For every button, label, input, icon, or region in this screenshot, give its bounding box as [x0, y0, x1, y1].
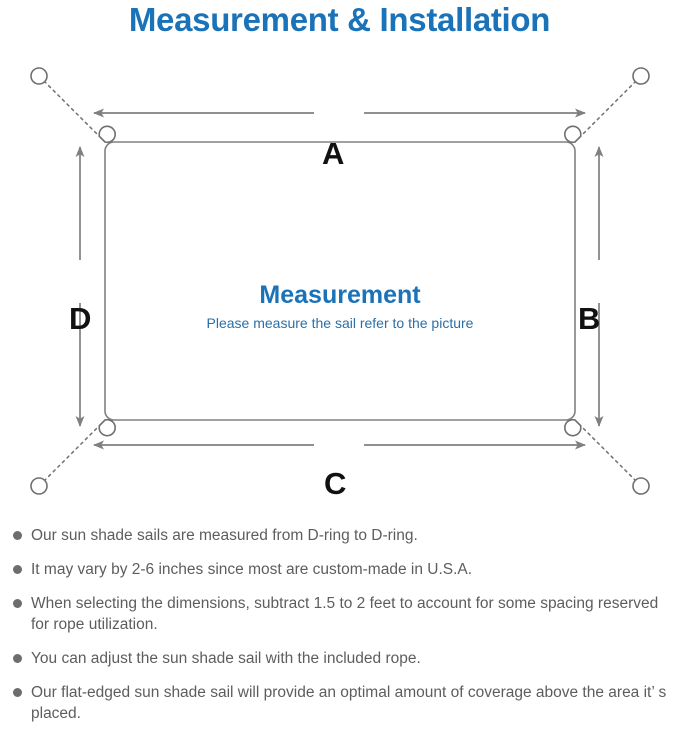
bullet-icon	[13, 654, 22, 663]
d-ring-bottom-left	[98, 418, 116, 437]
diagram-center-title: Measurement	[259, 281, 421, 309]
anchor-post-bottom-left	[30, 477, 48, 495]
bullet-icon	[13, 599, 22, 608]
list-item: Our flat-edged sun shade sail will provi…	[0, 682, 679, 724]
rope-line-top-right	[578, 80, 637, 139]
anchor-post-top-left	[30, 67, 48, 85]
anchor-post-bottom-right	[632, 477, 650, 495]
bullet-icon	[13, 531, 22, 540]
d-ring-bottom-right	[564, 418, 582, 437]
dimension-label-d: D	[69, 301, 92, 336]
diagram-center-subtitle: Please measure the sail refer to the pic…	[206, 315, 474, 331]
d-ring-top-left	[98, 125, 116, 144]
note-text: You can adjust the sun shade sail with t…	[31, 650, 421, 667]
note-text: It may vary by 2-6 inches since most are…	[31, 561, 473, 578]
bullet-icon	[13, 565, 22, 574]
note-text: When selecting the dimensions, subtract …	[31, 595, 659, 633]
notes-list: Our sun shade sails are measured from D-…	[0, 525, 679, 737]
note-text: Our flat-edged sun shade sail will provi…	[31, 684, 667, 722]
bullet-icon	[13, 688, 22, 697]
rope-line-top-left	[43, 80, 102, 139]
measurement-diagram: A B C D Measurement Please measure the s…	[0, 45, 679, 515]
list-item: Our sun shade sails are measured from D-…	[0, 525, 679, 546]
page-title: Measurement & Installation	[128, 1, 551, 38]
anchor-post-top-right	[632, 67, 650, 85]
dimension-label-c: C	[324, 466, 347, 501]
note-text: Our sun shade sails are measured from D-…	[31, 527, 418, 544]
dimension-label-b: B	[578, 301, 601, 336]
dimension-label-a: A	[322, 136, 345, 171]
rope-line-bottom-left	[43, 423, 102, 482]
diagram-svg	[30, 67, 650, 495]
rope-line-bottom-right	[578, 423, 637, 482]
list-item: You can adjust the sun shade sail with t…	[0, 648, 679, 669]
sail-rectangle	[104, 141, 576, 421]
d-ring-top-right	[564, 125, 582, 144]
list-item: When selecting the dimensions, subtract …	[0, 593, 679, 635]
list-item: It may vary by 2-6 inches since most are…	[0, 559, 679, 580]
diagram-center-label: Measurement Please measure the sail refe…	[105, 280, 575, 334]
